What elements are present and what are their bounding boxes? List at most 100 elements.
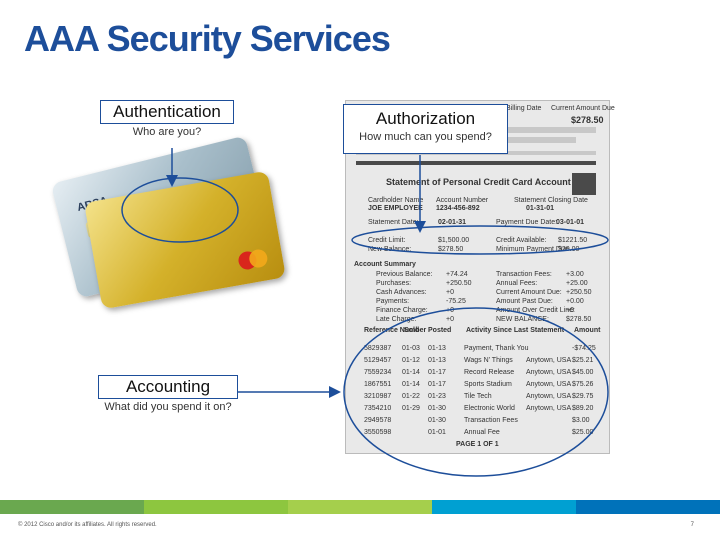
accounting-ellipse: [343, 307, 609, 477]
closing-label: Statement Closing Date: [514, 197, 588, 204]
summary-cell: +0: [446, 316, 454, 323]
account-value: 1234-456-892: [436, 205, 480, 212]
activity-cell: 01-13: [428, 345, 446, 352]
activity-cell: 01-30: [428, 417, 446, 424]
cardholder-label: Cardholder Name: [368, 197, 424, 204]
activity-cell: 01-14: [402, 381, 420, 388]
footer-segment: [144, 500, 288, 514]
authorization-heading: Authorization: [375, 109, 476, 128]
activity-header-cell: Amount: [574, 327, 601, 334]
summary-cell: +0: [446, 307, 454, 314]
activity-cell: Anytown, USA: [526, 393, 572, 400]
authorization-ellipse: [351, 225, 609, 255]
summary-cell: Purchases:: [376, 280, 412, 287]
authentication-sub: Who are you?: [132, 126, 202, 138]
activity-cell: $25.00: [572, 429, 594, 436]
authentication-ellipse: [121, 177, 239, 243]
amount-due-value: $278.50: [571, 115, 604, 125]
activity-cell: 01-29: [402, 405, 420, 412]
accounting-heading: Accounting: [125, 377, 211, 396]
footer-segment: [432, 500, 576, 514]
summary-cell: $278.50: [566, 316, 592, 323]
activity-cell: 01-12: [402, 357, 420, 364]
cardholder-value: JOE EMPLOYEE: [368, 205, 423, 212]
page-number: 7: [690, 522, 694, 528]
activity-cell: Anytown, USA: [526, 381, 572, 388]
summary-cell: Transaction Fees:: [496, 271, 552, 278]
accounting-sub: What did you spend it on?: [104, 401, 232, 413]
bank-logo-icon: [572, 173, 596, 195]
summary-cell: -75.25: [446, 298, 466, 305]
activity-cell: 01-03: [402, 345, 420, 352]
summary-cell: Finance Charge:: [376, 307, 428, 314]
activity-cell: 01-22: [402, 393, 420, 400]
credit-limit-value: $1,500.00: [438, 237, 470, 244]
activity-cell: 01-13: [428, 357, 446, 364]
summary-cell: Previous Balance:: [376, 271, 433, 278]
activity-cell: 01-01: [428, 429, 446, 436]
activity-cell: Wags N' Things: [464, 357, 513, 364]
summary-cell: Cash Advances:: [376, 289, 427, 296]
footer-segment: [576, 500, 720, 514]
payment-due-value: 03-01-01: [556, 219, 585, 226]
activity-cell: 01-23: [428, 393, 446, 400]
authentication-heading: Authentication: [113, 102, 221, 121]
summary-cell: Amount Past Due:: [496, 298, 553, 305]
activity-cell: 01-17: [428, 381, 446, 388]
credit-available-value: $1221.50: [558, 237, 588, 244]
activity-cell: Payment, Thank You: [464, 345, 529, 352]
account-label: Account Number: [436, 197, 489, 204]
activity-header-cell: Reference Number: [364, 327, 427, 334]
new-balance-value: $278.50: [438, 246, 464, 253]
activity-cell: 3210987: [364, 393, 392, 400]
payment-due-label: Payment Due Date:: [496, 219, 558, 226]
footer-color-bar: [0, 500, 720, 514]
summary-cell: +3.00: [566, 271, 584, 278]
summary-cell: NEW BALANCE:: [496, 316, 549, 323]
statement-header: Statement of Personal Credit Card Accoun…: [386, 177, 571, 187]
footer-segment: [0, 500, 144, 514]
activity-cell: 3550598: [364, 429, 392, 436]
activity-cell: 5829387: [364, 345, 392, 352]
activity-cell: Annual Fee: [464, 429, 500, 436]
activity-cell: Anytown, USA: [526, 405, 572, 412]
closing-value: 01-31-01: [526, 205, 555, 212]
activity-header-cell: Posted: [428, 327, 452, 334]
activity-cell: $29.75: [572, 393, 594, 400]
activity-cell: -$74.25: [572, 345, 596, 352]
activity-header-cell: Activity Since Last Statement: [466, 327, 565, 334]
activity-cell: 01-17: [428, 369, 446, 376]
activity-cell: $89.20: [572, 405, 594, 412]
activity-cell: Transaction Fees: [464, 417, 518, 424]
footer-segment: [288, 500, 432, 514]
activity-cell: $75.26: [572, 381, 594, 388]
authentication-box: Authentication Who are you?: [100, 100, 234, 144]
activity-header-cell: Sold: [404, 327, 420, 334]
summary-cell: Late Charge:: [376, 316, 417, 323]
activity-cell: $25.21: [572, 357, 594, 364]
activity-cell: 1867551: [364, 381, 392, 388]
summary-cell: Annual Fees:: [496, 280, 538, 287]
activity-cell: Sports Stadium: [464, 381, 512, 388]
activity-cell: 7354210: [364, 405, 392, 412]
summary-cell: Payments:: [376, 298, 410, 305]
activity-cell: 01-30: [428, 405, 446, 412]
copyright-text: © 2012 Cisco and/or its affiliates. All …: [18, 522, 157, 528]
summary-cell: +0.00: [566, 298, 584, 305]
statement-date-label: Statement Date:: [368, 219, 419, 226]
activity-cell: Anytown, USA: [526, 357, 572, 364]
activity-cell: $45.00: [572, 369, 594, 376]
amount-due-label: Current Amount Due: [551, 105, 615, 112]
authorization-sub: How much can you spend?: [359, 131, 492, 143]
page-label: PAGE 1 OF 1: [456, 441, 499, 448]
summary-cell: +74.24: [446, 271, 468, 278]
page-title: AAA Security Services: [24, 18, 391, 59]
summary-cell: +250.50: [446, 280, 472, 287]
accounting-box: Accounting What did you spend it on?: [98, 375, 238, 419]
activity-cell: 01-14: [402, 369, 420, 376]
activity-cell: Anytown, USA: [526, 369, 572, 376]
activity-cell: Electronic World: [464, 405, 515, 412]
summary-cell: Current Amount Due:: [496, 289, 562, 296]
authorization-box: Authorization How much can you spend?: [343, 104, 508, 154]
